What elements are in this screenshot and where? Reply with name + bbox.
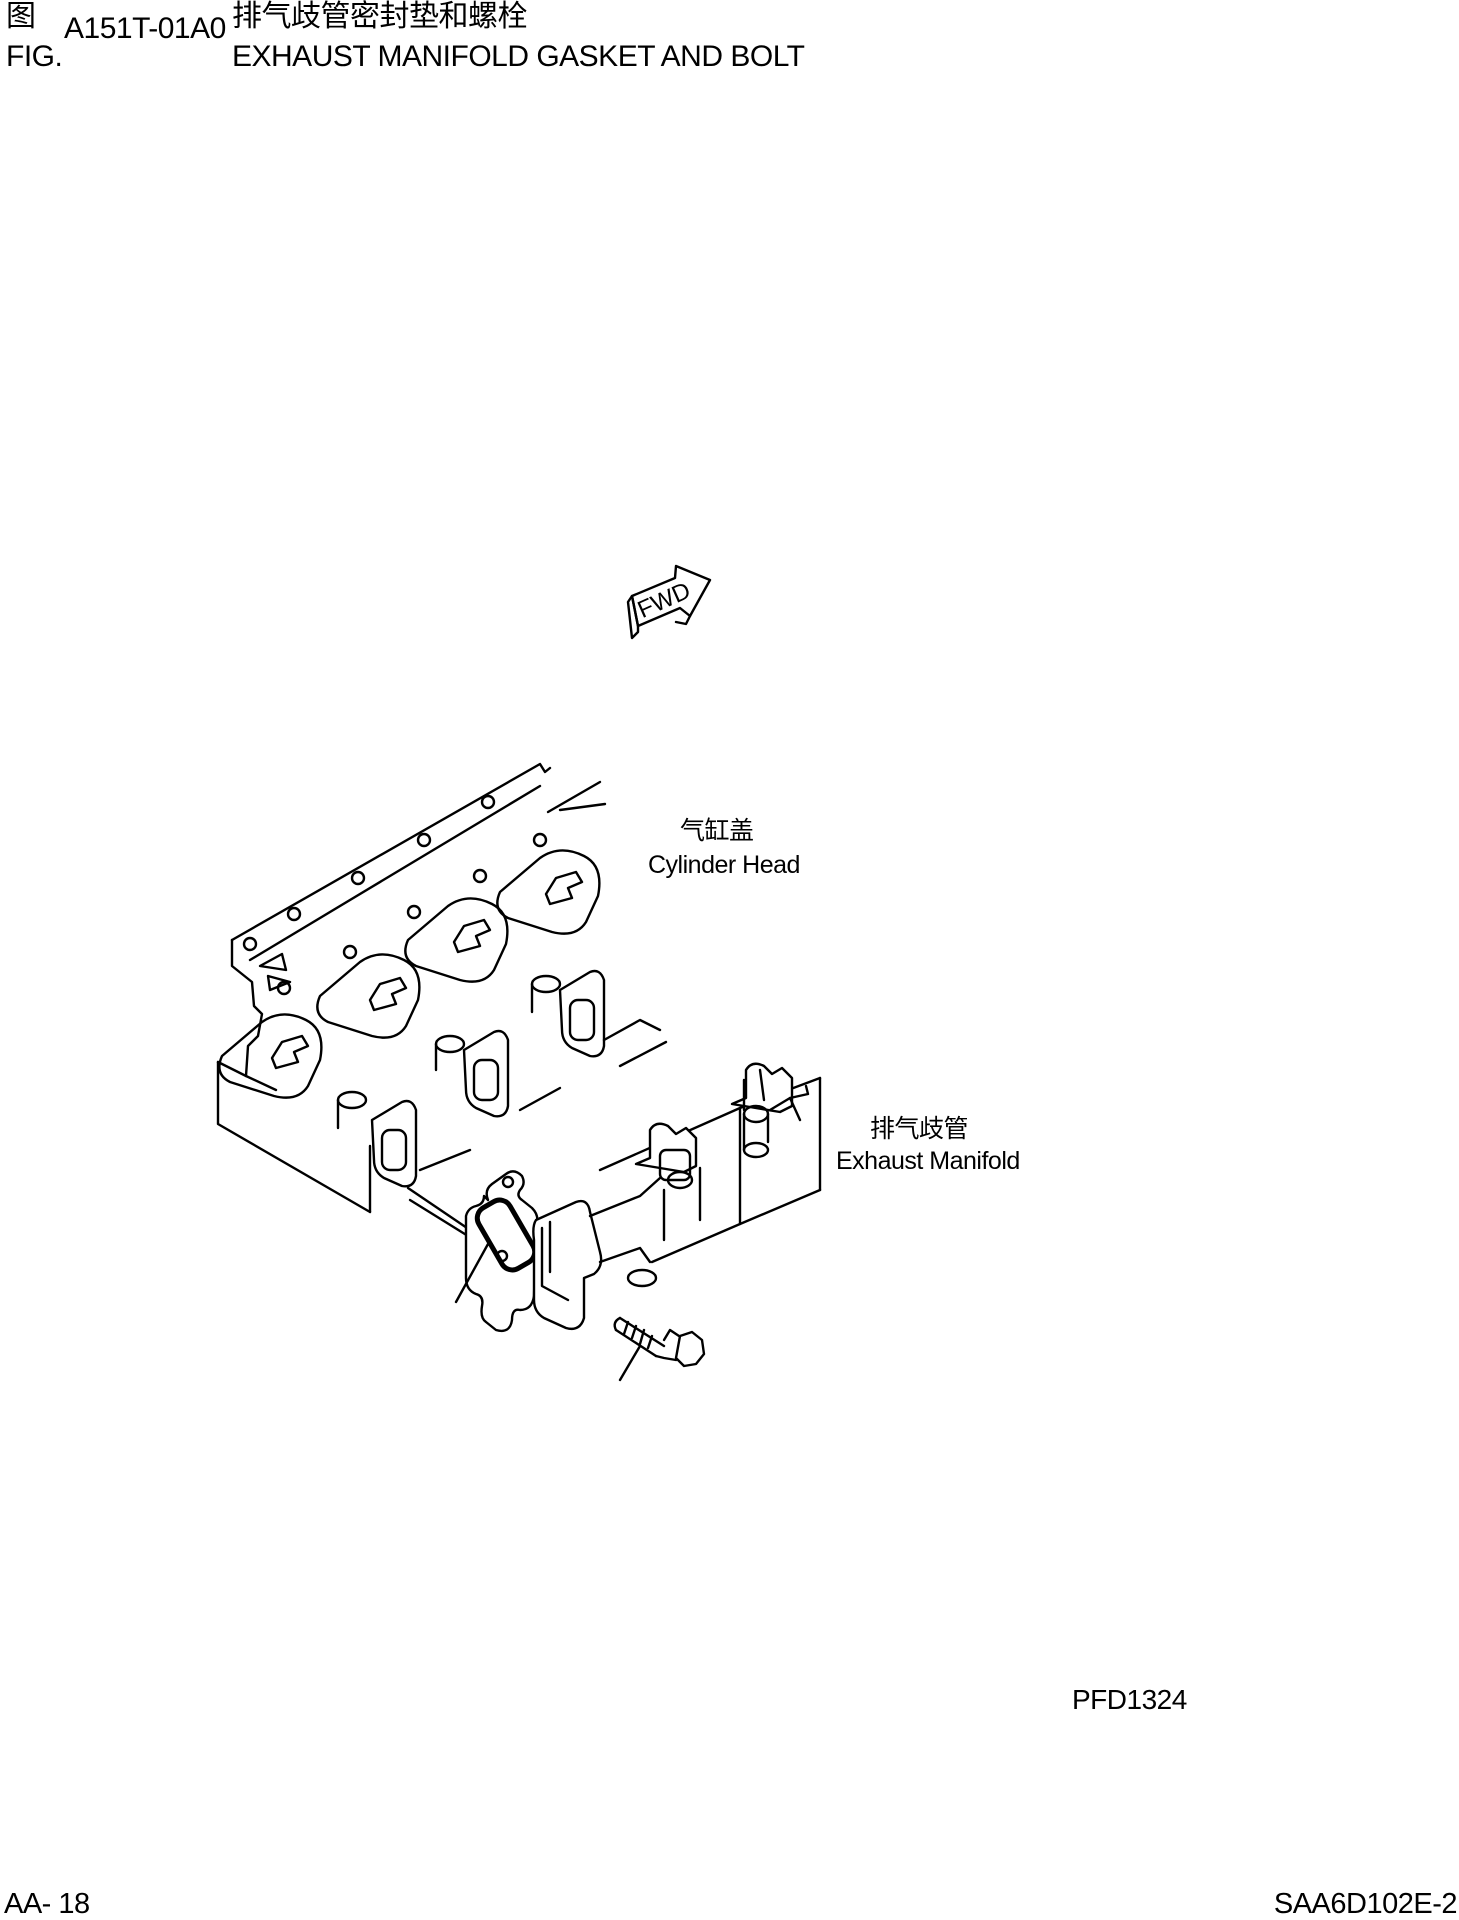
title-cn: 排气歧管密封垫和螺栓: [232, 0, 528, 33]
exhaust-manifold-gasket: [454, 1170, 539, 1333]
manifold-bolt: [613, 1316, 706, 1382]
fig-label-en: FIG.: [6, 40, 63, 73]
fig-number: A151T-01A0: [64, 12, 226, 45]
model-number: SAA6D102E-2: [1273, 1888, 1458, 1920]
label-exhaust-manifold-cn: 排气歧管: [870, 1115, 969, 1143]
exhaust-manifold: [532, 1062, 822, 1331]
label-exhaust-manifold-en: Exhaust Manifold: [836, 1147, 1020, 1175]
cylinder-head: [216, 762, 668, 1238]
page-number: AA- 18: [4, 1888, 90, 1920]
title-en: EXHAUST MANIFOLD GASKET AND BOLT: [232, 40, 805, 73]
illustration-code: PFD1324: [1072, 1684, 1187, 1715]
label-cylinder-head-cn: 气缸盖: [680, 817, 754, 845]
fig-label-cn: 图: [6, 0, 36, 33]
fwd-arrow-icon: FWD: [626, 564, 712, 640]
label-cylinder-head-en: Cylinder Head: [648, 851, 800, 879]
